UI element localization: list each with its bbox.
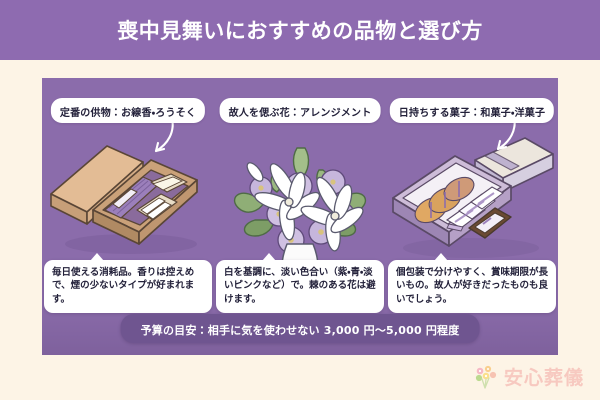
- card-heading-label: 日持ちする菓子：和菓子・洋菓子: [398, 108, 546, 119]
- brand-name: 安心葬儀: [503, 367, 584, 389]
- brand-logo: 安心葬儀: [473, 363, 584, 390]
- page-title: 喪中見舞いにおすすめの品物と選び方: [117, 19, 483, 43]
- flower-bouquet-icon: [475, 365, 497, 389]
- card-incense: 定番の供物：お線香・ろうそく: [42, 78, 214, 355]
- title-bar: 喪中見舞いにおすすめの品物と選び方: [0, 0, 600, 60]
- card-heading-label: 定番の供物：お線香・ろうそく: [59, 108, 197, 119]
- card-caption-text: 毎日使える消耗品。香りは控えめで、煙の少ないタイプが好まれます。: [52, 266, 195, 306]
- assorted-sweets-gift-box-illustration: [392, 137, 554, 258]
- card-caption-sweets: 個包装で分けやすく、賞味期限が長いもの。故人が好きだったものも良いでしょう。: [388, 252, 556, 313]
- card-heading-flowers: 故人を偲ぶ花：アレンジメント: [219, 98, 381, 123]
- card-sweets: 日持ちする菓子：和菓子・洋菓子: [386, 78, 558, 355]
- card-caption-incense: 毎日使える消耗品。香りは控えめで、煙の少ないタイプが好まれます。: [44, 252, 212, 313]
- incense-and-candle-gift-box-illustration: [50, 145, 198, 254]
- white-lily-flower-arrangement-illustration: [233, 147, 367, 272]
- card-heading-sweets: 日持ちする菓子：和菓子・洋菓子: [389, 98, 555, 123]
- budget-banner: 予算の目安：相手に気を使わせない 3,000 円〜5,000 円程度: [120, 314, 480, 343]
- card-caption-flowers: 白を基調に、淡い色合い（紫・青・淡いピンクなど）で。棘のある花は避けます。: [216, 252, 384, 313]
- card-heading-label: 故人を偲ぶ花：アレンジメント: [228, 108, 372, 119]
- card-heading-incense: 定番の供物：お線香・ろうそく: [50, 98, 206, 123]
- card-flowers: 故人を偲ぶ花：アレンジメント: [214, 78, 516, 355]
- card-caption-text: 個包装で分けやすく、賞味期限が長いもの。故人が好きだったものも良いでしょう。: [396, 266, 549, 306]
- card-caption-text: 白を基調に、淡い色合い（紫・青・淡いピンクなど）で。棘のある花は避けます。: [224, 266, 376, 306]
- content-panel: 定番の供物：お線香・ろうそく: [42, 78, 558, 355]
- budget-label: 予算の目安：相手に気を使わせない 3,000 円〜5,000 円程度: [140, 324, 460, 337]
